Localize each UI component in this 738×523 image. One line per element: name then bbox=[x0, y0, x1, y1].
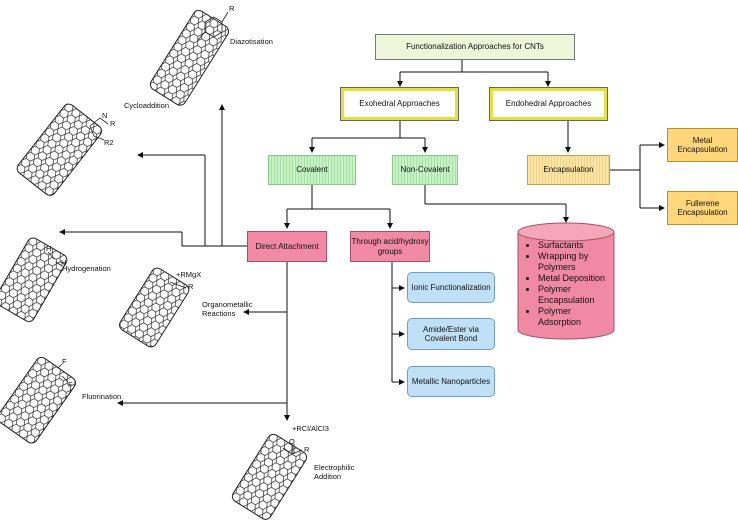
covalent-box: Covalent bbox=[268, 155, 356, 185]
direct-attachment-box: Direct Attachment bbox=[247, 231, 327, 262]
direct-attachment-label: Direct Attachment bbox=[255, 241, 319, 251]
metallic-label: Metallic Nanoparticles bbox=[411, 376, 491, 386]
electrophilic-label-line2: Addition bbox=[314, 472, 342, 481]
non-covalent-box: Non-Covalent bbox=[392, 155, 458, 185]
organometallic-r-label: R bbox=[188, 282, 194, 291]
nanotube-fluorination bbox=[0, 356, 76, 444]
organometallic-label-line1: Organometallic bbox=[202, 300, 253, 309]
nanotube-cycloaddition bbox=[16, 103, 109, 196]
ionic-label: Ionic Functionalization bbox=[411, 282, 491, 292]
cycloaddition-r-label: R bbox=[110, 119, 116, 128]
fluorination-label: Fluorination bbox=[82, 392, 122, 401]
non-covalent-cylinder bbox=[517, 222, 615, 340]
carbonyl-o-label: O bbox=[289, 437, 295, 446]
encapsulation-box: Encapsulation bbox=[527, 155, 610, 185]
fullerene-encapsulation-box: Fullerene Encapsulation bbox=[667, 191, 738, 225]
metal-encapsulation-box: Metal Encapsulation bbox=[667, 128, 738, 162]
method-item: Polymer Adsorption bbox=[538, 306, 616, 328]
electrophilic-label-line1: Electrophilic bbox=[314, 463, 355, 472]
encapsulation-label: Encapsulation bbox=[543, 165, 594, 175]
electrophilic-reagent-label: +RCl/AlCl3 bbox=[292, 424, 329, 433]
diazotisation-label: Diazotisation bbox=[230, 37, 273, 46]
root-box: Functionalization Approaches for CNTs bbox=[375, 34, 575, 60]
covalent-label: Covalent bbox=[296, 165, 328, 175]
cycloaddition-n-label: N bbox=[102, 111, 108, 120]
hydrogen-2-label: H bbox=[61, 258, 67, 267]
nanotube-electrophilic bbox=[231, 433, 308, 520]
amide-box: Amide/Ester via Covalent Bond bbox=[407, 318, 495, 350]
hydrogen-1-label: H bbox=[46, 244, 52, 253]
metallic-box: Metallic Nanoparticles bbox=[407, 366, 495, 397]
exohedral-box: Exohedral Approaches bbox=[340, 87, 459, 121]
carbonyl-r-label: R bbox=[304, 445, 310, 454]
exohedral-label: Exohedral Approaches bbox=[359, 99, 440, 109]
organometallic-reagent-label: +RMgX bbox=[176, 270, 202, 279]
fluorine-1-label: F bbox=[62, 357, 67, 366]
method-item: Metal Deposition bbox=[538, 273, 616, 284]
hydrogenation-label: Hydrogenation bbox=[62, 264, 111, 273]
method-item: Wrapping by Polymers bbox=[538, 251, 616, 273]
endohedral-box: Endohedral Approaches bbox=[489, 87, 608, 121]
nanotube-organometallic bbox=[119, 267, 190, 348]
amide-label: Amide/Ester via Covalent Bond bbox=[422, 324, 480, 343]
non-covalent-label: Non-Covalent bbox=[400, 165, 450, 175]
nanotube-hydrogenation bbox=[0, 237, 68, 322]
diazotisation-r-label: R bbox=[229, 4, 235, 13]
through-acid-box: Through acid/hydroxy groups bbox=[350, 231, 430, 262]
root-label: Functionalization Approaches for CNTs bbox=[406, 42, 544, 52]
cycloaddition-r2-label: R2 bbox=[104, 138, 114, 147]
cycloaddition-label: Cycloaddition bbox=[124, 101, 170, 110]
connector-lines bbox=[59, 60, 665, 421]
metal-encapsulation-label: Metal Encapsulation bbox=[677, 135, 728, 154]
through-acid-label: Through acid/hydroxy groups bbox=[351, 237, 429, 256]
endohedral-label: Endohedral Approaches bbox=[505, 99, 592, 109]
method-item: Polymer Encapsulation bbox=[538, 284, 616, 306]
fullerene-encapsulation-label: Fullerene Encapsulation bbox=[677, 198, 728, 217]
non-covalent-methods-list: Surfactants Wrapping by Polymers Metal D… bbox=[526, 240, 616, 328]
fluorine-2-label: F bbox=[68, 380, 73, 389]
method-item: Surfactants bbox=[538, 240, 616, 251]
ionic-box: Ionic Functionalization bbox=[407, 272, 495, 303]
nanotube-diazotisation bbox=[149, 10, 230, 106]
organometallic-label-line2: Reactions bbox=[202, 309, 236, 318]
